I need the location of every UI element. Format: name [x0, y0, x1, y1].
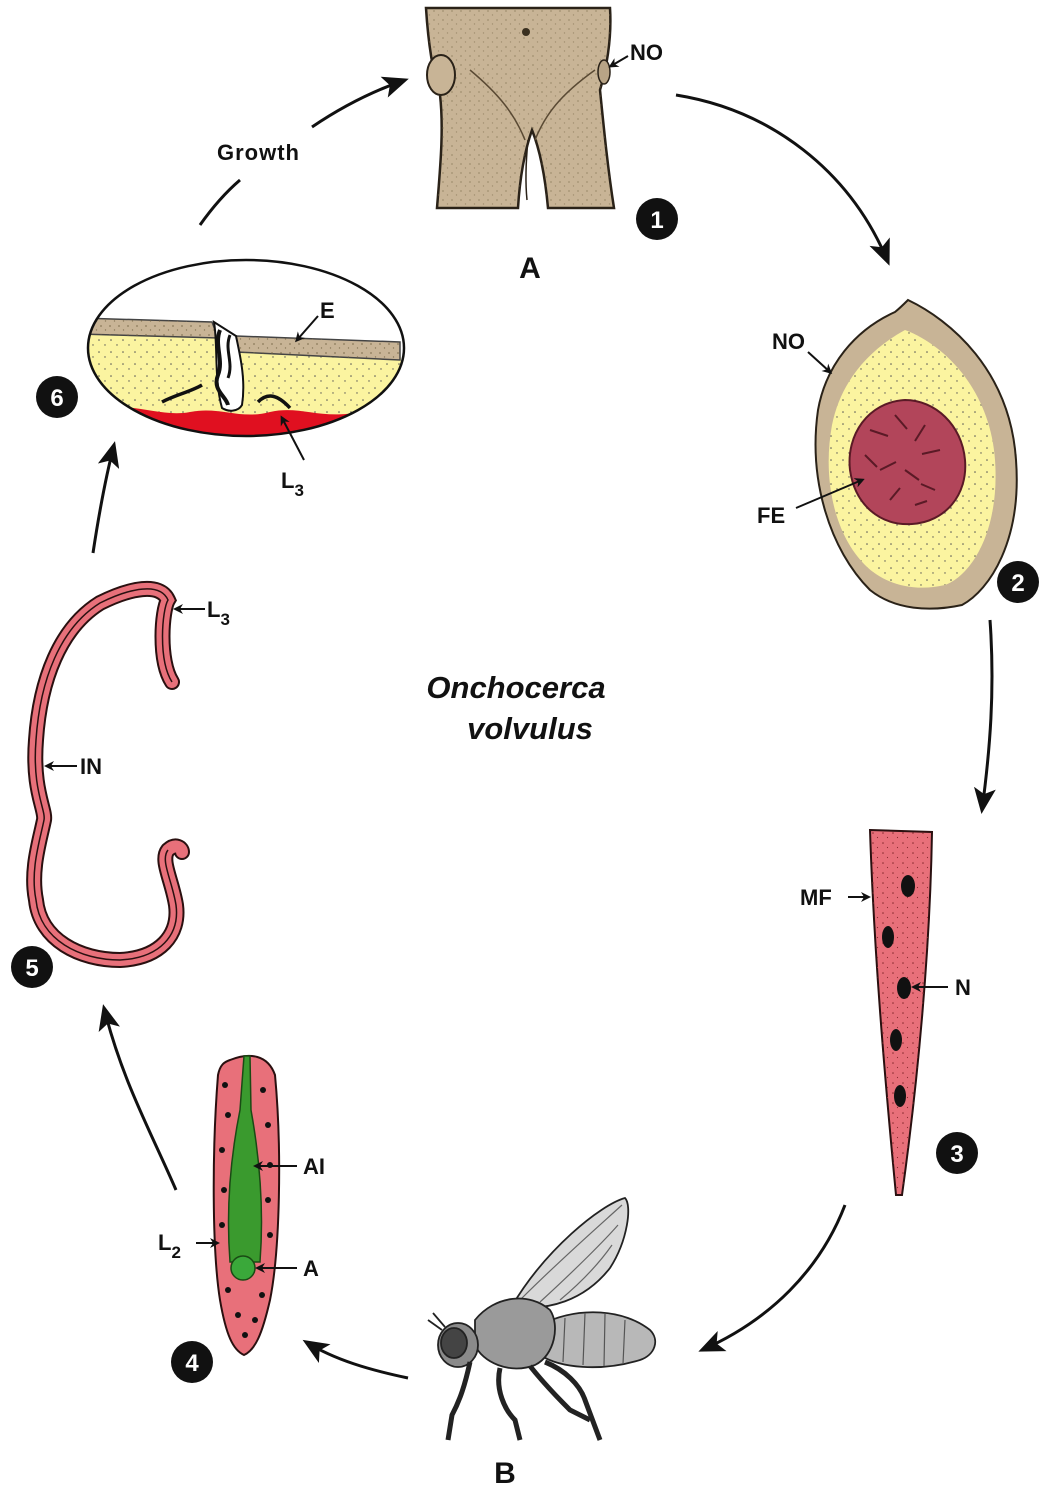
host-label-b: B [494, 1457, 516, 1489]
l3-larva-illustration [34, 589, 182, 960]
label-n: N [955, 975, 971, 1000]
label-in: IN [80, 754, 102, 779]
species-title-line1: Onchocerca [426, 670, 605, 705]
microfilaria-illustration [870, 830, 932, 1195]
fly-leg [448, 1362, 470, 1440]
nodule-cross-section [816, 300, 1017, 609]
nucleus [882, 926, 894, 948]
nucleus [897, 977, 911, 999]
arrow-5-to-6 [93, 445, 114, 553]
stage-1-number: 1 [650, 207, 663, 234]
label-l3-larva: L3 [207, 597, 230, 629]
arrow-b-to-4 [306, 1342, 408, 1378]
host-label-a: A [519, 252, 541, 285]
fly-abdomen [540, 1312, 655, 1367]
nucleus [894, 1085, 906, 1107]
stage-3-number: 3 [950, 1141, 963, 1168]
navel [522, 28, 530, 36]
stage-2-number: 2 [1011, 570, 1024, 597]
l2-larva-illustration [214, 1056, 279, 1355]
hip-nodule [427, 55, 455, 95]
label-mf: MF [800, 885, 832, 910]
side-nodule [598, 60, 610, 84]
arrow-1-to-2 [676, 95, 888, 262]
label-no-nodule: NO [772, 329, 805, 354]
arrow-growth-to-1 [312, 80, 405, 127]
stage-4-number: 4 [185, 1350, 199, 1377]
blackfly-illustration [428, 1198, 655, 1440]
stage-5-number: 5 [25, 955, 38, 982]
label-fe: FE [757, 503, 785, 528]
fly-leg [545, 1362, 600, 1440]
species-title-line2: volvulus [467, 711, 593, 746]
fly-thorax [475, 1299, 555, 1369]
human-torso-illustration [426, 8, 614, 208]
nucleus [890, 1029, 902, 1051]
arrow-6-to-growth [200, 180, 240, 225]
label-no-torso: NO [630, 40, 663, 65]
arrow-2-to-3 [982, 620, 992, 810]
label-ai: AI [303, 1154, 325, 1179]
nucleus [901, 875, 915, 897]
fly-eye [441, 1328, 467, 1358]
skin-bite-section [80, 260, 410, 440]
stage-6-number: 6 [50, 385, 63, 412]
arrow-3-to-b [702, 1205, 845, 1350]
label-e: E [320, 298, 335, 323]
fly-leg [499, 1368, 520, 1440]
label-l2: L2 [158, 1230, 181, 1262]
label-a: A [303, 1256, 319, 1281]
growth-label: Growth [217, 140, 300, 165]
worm-mass [850, 400, 966, 524]
l2-anus [231, 1256, 255, 1280]
label-l3-skin: L3 [281, 468, 304, 500]
arrow-4-to-5 [104, 1008, 176, 1190]
